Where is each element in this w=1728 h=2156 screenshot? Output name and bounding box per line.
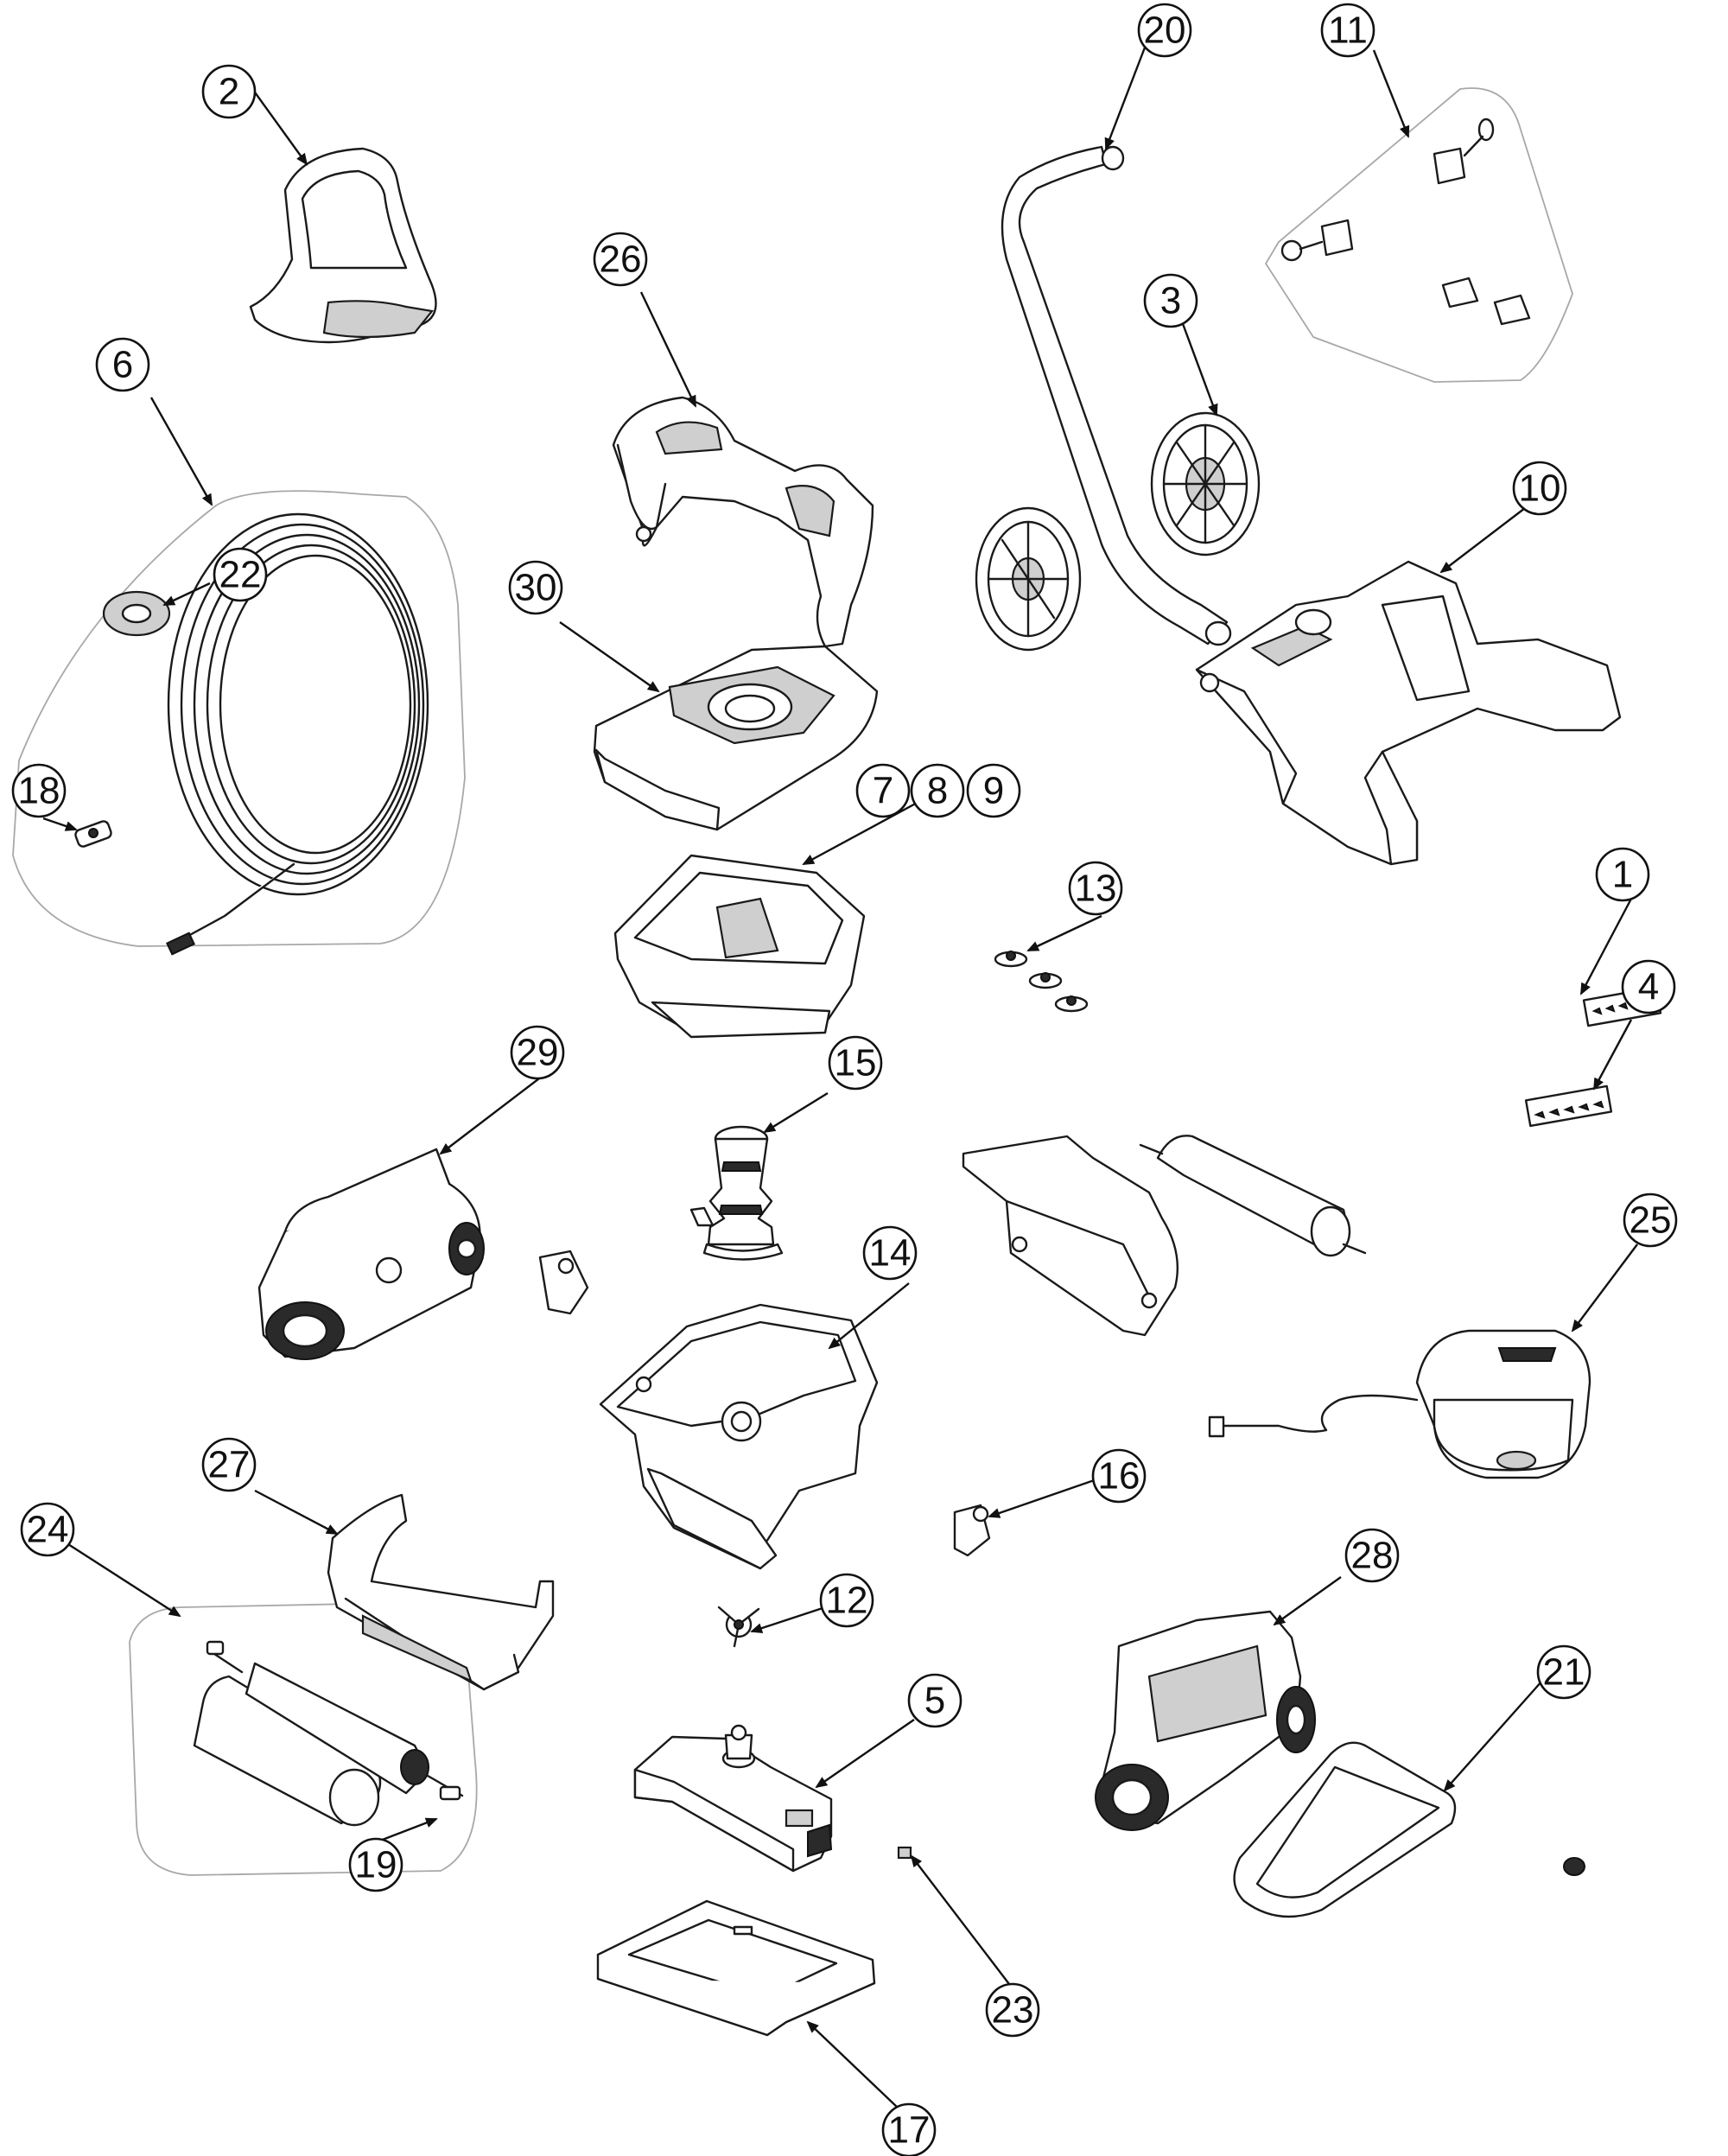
callout-label-5: 5 — [924, 1680, 945, 1722]
callout-label-27: 27 — [208, 1444, 251, 1486]
power-supply-part — [1208, 1329, 1591, 1479]
callout-18: 18 — [11, 763, 67, 818]
callout-22: 22 — [213, 547, 268, 602]
callout-10: 10 — [1512, 461, 1567, 516]
callout-1: 1 — [1595, 847, 1650, 902]
callout-label-4: 4 — [1638, 966, 1659, 1008]
callout-label-17: 17 — [888, 2109, 931, 2152]
callout-12: 12 — [819, 1573, 874, 1628]
callout-20: 20 — [1137, 3, 1192, 58]
callout-label-28: 28 — [1351, 1535, 1394, 1577]
bracket-part — [953, 1504, 991, 1557]
callout-8: 8 — [910, 763, 965, 818]
callout-27: 27 — [201, 1437, 257, 1492]
callout-label-16: 16 — [1098, 1455, 1140, 1498]
callout-label-18: 18 — [18, 770, 60, 812]
callout-label-12: 12 — [826, 1580, 868, 1622]
wheel-part — [975, 411, 1261, 652]
leader-lines — [42, 47, 1638, 2109]
callout-label-15: 15 — [835, 1042, 877, 1084]
cable-group-outline — [12, 490, 466, 947]
callout-label-3: 3 — [1160, 280, 1181, 322]
filter-roller-part — [193, 1640, 464, 1827]
callout-label-10: 10 — [1519, 467, 1561, 510]
callout-19: 19 — [348, 1837, 403, 1892]
side-panel-part — [257, 1148, 485, 1360]
clips-part — [1280, 118, 1531, 326]
callout-4: 4 — [1621, 959, 1676, 1014]
callout-label-19: 19 — [355, 1844, 397, 1886]
callout-21: 21 — [1536, 1644, 1591, 1700]
callout-14: 14 — [862, 1225, 918, 1281]
roller-brush-part — [1139, 1135, 1367, 1257]
rear-panel-part — [962, 1135, 1179, 1337]
callout-label-22: 22 — [219, 554, 262, 596]
callout-label-9: 9 — [983, 770, 1004, 812]
callout-label-14: 14 — [869, 1232, 912, 1275]
callout-17: 17 — [881, 2102, 937, 2156]
callout-29: 29 — [510, 1025, 565, 1080]
callout-label-8: 8 — [927, 770, 948, 812]
motor-block-part — [633, 1724, 833, 1873]
callout-label-2: 2 — [219, 71, 239, 113]
callout-23: 23 — [985, 1982, 1040, 2038]
fasteners-part — [994, 951, 1089, 1013]
callout-2: 2 — [201, 64, 257, 119]
track-belt-part — [1233, 1741, 1457, 1918]
callout-16: 16 — [1091, 1448, 1147, 1504]
swivel-part — [74, 820, 112, 848]
chip-part — [897, 1846, 912, 1860]
callout-26: 26 — [593, 232, 648, 287]
carry-handle-part — [612, 396, 874, 648]
callout-25: 25 — [1623, 1192, 1678, 1248]
callout-label-7: 7 — [873, 770, 893, 812]
callout-label-25: 25 — [1630, 1199, 1672, 1242]
callout-24: 24 — [20, 1502, 75, 1557]
callout-7: 7 — [855, 763, 911, 818]
top-cover-part — [593, 645, 879, 831]
callout-9: 9 — [966, 763, 1021, 818]
impeller-part — [689, 1125, 784, 1261]
callout-label-21: 21 — [1543, 1651, 1585, 1694]
trolley-frame-part — [1001, 145, 1232, 646]
screws-kit-4-part — [1524, 1084, 1613, 1128]
callout-label-23: 23 — [992, 1989, 1034, 2032]
callout-5: 5 — [907, 1673, 962, 1728]
callout-30: 30 — [508, 560, 563, 615]
callout-label-26: 26 — [600, 238, 642, 281]
base-plate-part — [596, 1899, 876, 2037]
callout-15: 15 — [828, 1035, 883, 1091]
clips-group-outline — [1264, 87, 1573, 383]
callout-label-30: 30 — [515, 567, 557, 609]
callout-label-6: 6 — [112, 344, 133, 386]
callout-13: 13 — [1068, 861, 1123, 916]
knob-part — [1563, 1857, 1585, 1876]
trolley-base-part — [1195, 560, 1622, 866]
callout-label-29: 29 — [517, 1032, 559, 1074]
callout-label-13: 13 — [1075, 868, 1117, 910]
front-bumper-part — [327, 1493, 555, 1691]
side-module-part — [1095, 1610, 1316, 1831]
motor-housing-part — [599, 1303, 879, 1570]
callout-28: 28 — [1344, 1528, 1400, 1583]
propeller-part — [717, 1606, 760, 1648]
callout-3: 3 — [1143, 273, 1198, 328]
callout-label-11: 11 — [1328, 10, 1368, 52]
filter-basket-part — [613, 854, 866, 1039]
bracket-left-part — [538, 1250, 589, 1315]
callout-label-1: 1 — [1612, 854, 1633, 896]
callout-6: 6 — [95, 337, 150, 392]
callout-11: 11 — [1320, 3, 1375, 58]
callout-label-20: 20 — [1144, 10, 1186, 52]
handle-part — [249, 147, 437, 344]
cable-coil-part — [166, 512, 429, 956]
callout-label-24: 24 — [27, 1509, 69, 1551]
cable-float-part — [102, 590, 171, 637]
